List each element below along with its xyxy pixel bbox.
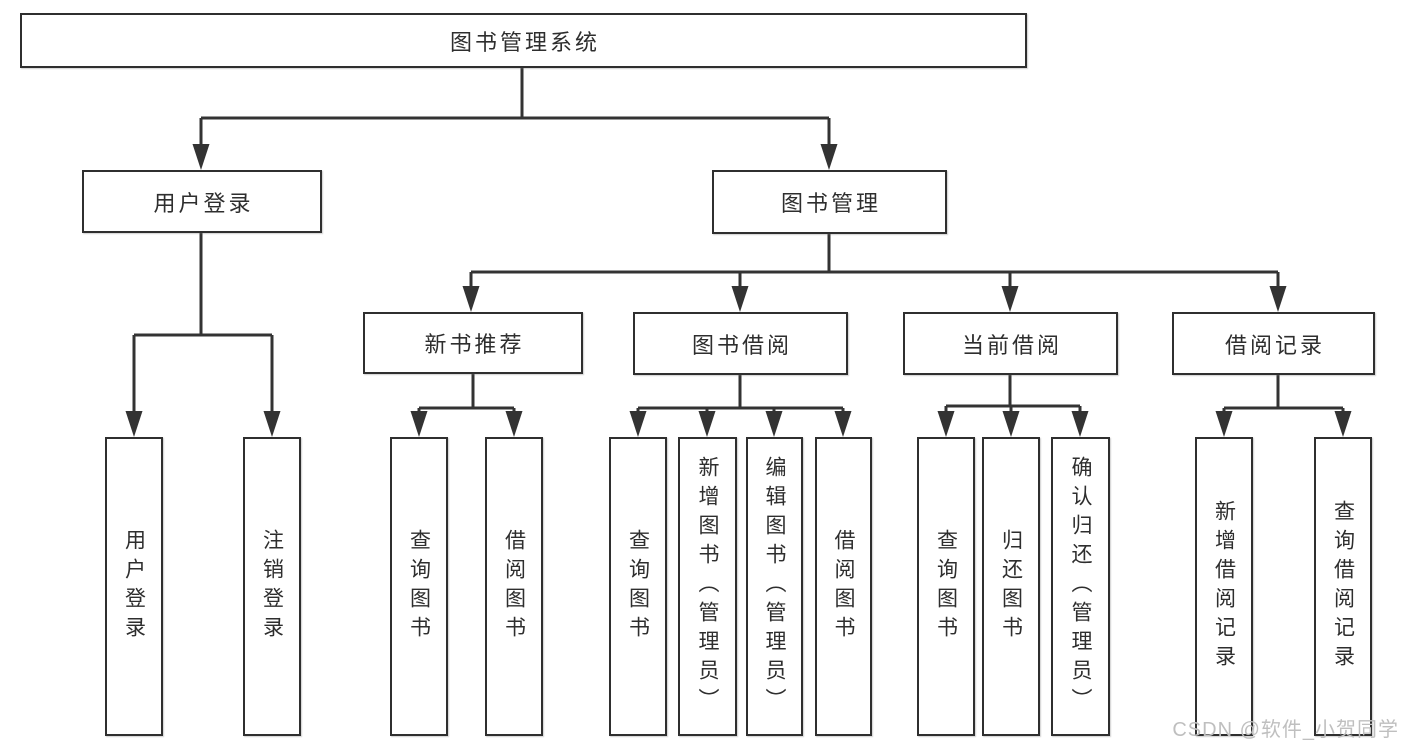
leaf-label: 注销登录: [260, 528, 284, 645]
leaf-query-books-recommend: 查询图书: [390, 437, 448, 736]
leaf-label: 查询借阅记录: [1331, 499, 1355, 674]
node-label: 新书推荐: [424, 332, 525, 357]
leaf-label: 归还图书: [999, 528, 1023, 645]
connector-user-login-children: [132, 233, 274, 413]
leaf-return-book: 归还图书: [982, 437, 1040, 736]
leaf-label: 借阅图书: [502, 528, 526, 645]
leaf-borrow-books: 借阅图书: [815, 437, 872, 736]
csdn-watermark: CSDN @软件_小贺同学: [1172, 719, 1399, 741]
arrowheads: [125, 144, 1352, 437]
node-book-management: 图书管理: [712, 170, 947, 234]
node-user-login: 用户登录: [82, 170, 322, 233]
node-label: 图书管理: [780, 191, 881, 216]
leaf-label: 查询图书: [626, 528, 650, 645]
leaf-label: 用户登录: [122, 528, 146, 645]
leaf-label: 新增借阅记录: [1212, 499, 1236, 674]
node-current-borrowing: 当前借阅: [903, 312, 1118, 375]
node-label: 当前借阅: [961, 332, 1062, 358]
leaf-confirm-return-admin: 确认归还（管理员）: [1051, 437, 1110, 736]
node-label: 借阅记录: [1224, 332, 1325, 358]
node-label: 图书借阅: [691, 332, 792, 358]
connector-book-mgmt-children: [469, 234, 1280, 288]
node-system-root: 图书管理系统: [20, 13, 1027, 68]
node-book-borrowing: 图书借阅: [633, 312, 848, 375]
connector-borrow-record-children: [1222, 375, 1345, 414]
leaf-logout: 注销登录: [243, 437, 301, 736]
leaf-label: 确认归还（管理员）: [1069, 456, 1092, 717]
leaf-query-books-borrowing: 查询图书: [609, 437, 667, 736]
leaf-label: 查询图书: [934, 528, 958, 645]
leaf-label: 借阅图书: [832, 528, 855, 645]
connector-current-borrow-children: [944, 375, 1082, 414]
leaf-label: 查询图书: [407, 528, 431, 645]
node-new-book-recommend: 新书推荐: [363, 312, 583, 374]
node-label: 用户登录: [153, 190, 254, 216]
leaf-user-login: 用户登录: [105, 437, 163, 736]
leaf-borrow-books-recommend: 借阅图书: [485, 437, 543, 736]
leaf-add-book-admin: 新增图书（管理员）: [678, 437, 737, 736]
leaf-add-borrow-record: 新增借阅记录: [1195, 437, 1253, 736]
leaf-query-borrow-record: 查询借阅记录: [1314, 437, 1372, 736]
connector-root-to-level1: [199, 68, 831, 146]
connector-book-borrow-children: [636, 375, 845, 414]
connector-new-book-rec-children: [417, 374, 516, 414]
node-label: 图书管理系统: [449, 29, 600, 55]
leaf-label: 新增图书（管理员）: [696, 456, 719, 717]
node-borrow-records: 借阅记录: [1172, 312, 1375, 375]
leaf-edit-book-admin: 编辑图书（管理员）: [746, 437, 803, 736]
leaf-query-books-current: 查询图书: [917, 437, 975, 736]
leaf-label: 编辑图书（管理员）: [763, 456, 786, 717]
